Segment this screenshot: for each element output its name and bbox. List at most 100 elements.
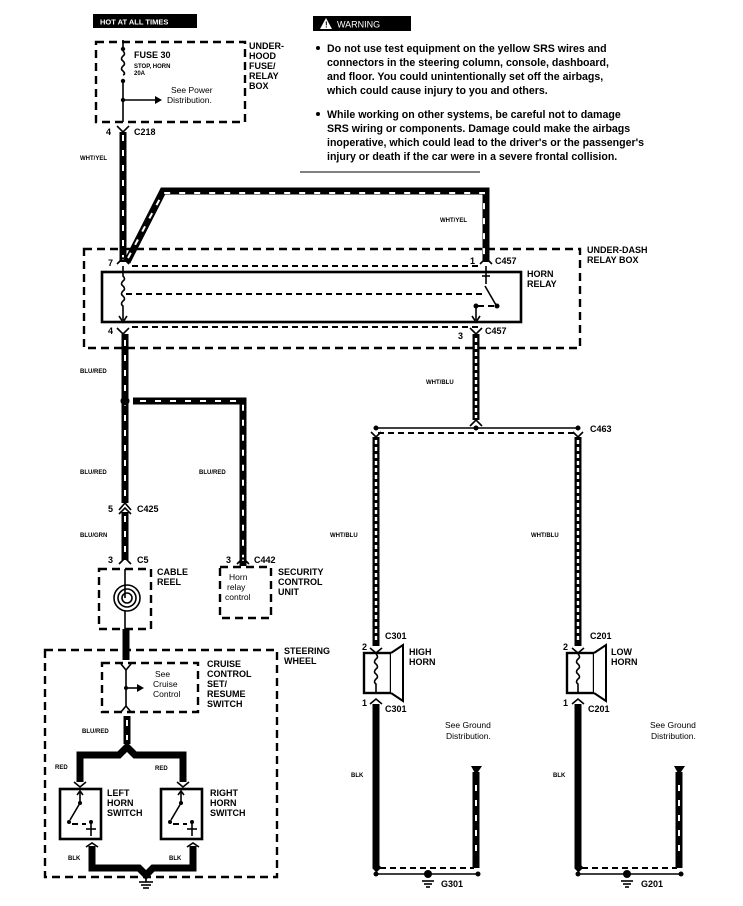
horn-speaker-icon	[390, 643, 404, 703]
cruise-note: Control	[153, 689, 181, 699]
warning-line: which could cause injury to you and othe…	[326, 85, 548, 97]
ground-icon	[139, 875, 153, 889]
wire-label: BLU/RED	[80, 470, 107, 476]
left-horn-switch-label: LEFT	[107, 788, 130, 798]
see-power-note: Distribution.	[167, 95, 212, 105]
wire-blu-red: BLU/RED BLU/RED BLU/RED	[80, 334, 247, 566]
warning-line: and floor. You could unintentionally set…	[327, 71, 603, 83]
connector-label: C463	[590, 424, 612, 434]
cruise-note: Cruise	[153, 679, 178, 689]
fuse-name: FUSE 30	[134, 50, 171, 60]
cruise-switch-label: SWITCH	[207, 699, 243, 709]
wire-label: BLU/RED	[82, 729, 109, 735]
pin-number: 1	[470, 256, 475, 266]
left-horn-switch-label: HORN	[107, 798, 134, 808]
warning-line: SRS wiring or components. Damage could m…	[327, 123, 630, 135]
ground-note: Distribution.	[651, 731, 696, 741]
pin-number: 2	[362, 642, 367, 652]
ground-g201: G201	[575, 766, 685, 889]
ground-note: See Ground	[650, 720, 696, 730]
fuse-box-label: BOX	[249, 81, 269, 91]
connector-label: C425	[137, 504, 159, 514]
wire-label: WHT/BLU	[330, 533, 358, 539]
wire-label: BLK	[553, 773, 566, 779]
right-horn-switch-label: HORN	[210, 798, 237, 808]
pin-number: 2	[563, 642, 568, 652]
cruise-switch-label: CONTROL	[207, 669, 252, 679]
security-unit-label: UNIT	[278, 587, 299, 597]
cable-reel-label: CABLE	[157, 567, 188, 577]
fuse-box-label: RELAY	[249, 71, 279, 81]
cable-reel-icon	[113, 584, 141, 612]
connector-label: C442	[254, 555, 276, 565]
pin-number: 1	[362, 698, 367, 708]
horn-relay	[100, 270, 523, 324]
horn-relay-label: RELAY	[527, 279, 557, 289]
connector-label: C201	[588, 704, 610, 714]
connector-c425: 5 C425	[108, 501, 159, 515]
connector-label: C457	[495, 256, 517, 266]
pin-number: 1	[563, 698, 568, 708]
cruise-control-switch: See Cruise Control CRUISE CONTROL SET/ R…	[100, 659, 252, 714]
underhood-fuse-relay-box: UNDER- HOOD FUSE/ RELAY BOX	[94, 40, 284, 124]
pin-number: 3	[226, 555, 231, 565]
connector-label: C201	[590, 631, 612, 641]
fuse-desc: 20A	[134, 71, 146, 77]
security-inner-text: control	[225, 592, 251, 602]
under-dash-relay-box: UNDER-DASH RELAY BOX HORN RELAY 7 1 C457…	[82, 245, 648, 350]
wire-wht-yel: WHT/YEL WHT/YEL	[80, 132, 490, 264]
cable-reel: CABLE REEL	[97, 567, 188, 631]
wire-label: BLK	[351, 773, 364, 779]
ground-note: Distribution.	[446, 731, 491, 741]
splice-point	[120, 396, 130, 406]
cable-reel-label: REEL	[157, 577, 182, 587]
high-horn-label: HORN	[409, 657, 436, 667]
security-inner-text: Horn	[229, 572, 248, 582]
see-power-note: See Power	[171, 85, 213, 95]
pin-number: 4	[108, 326, 113, 336]
low-horn-label: LOW	[611, 647, 632, 657]
wire-label: BLU/RED	[199, 470, 226, 476]
warning-line: Do not use test equipment on the yellow …	[327, 43, 607, 55]
connector-label: C301	[385, 631, 407, 641]
connector-c218: 4 C218	[106, 125, 156, 137]
wire-label: WHT/YEL	[80, 156, 107, 162]
horn-speaker-icon	[593, 643, 607, 703]
cruise-switch-label: RESUME	[207, 689, 246, 699]
security-inner-text: relay	[227, 582, 246, 592]
connector-label: C218	[134, 127, 156, 137]
connector-label: C301	[385, 704, 407, 714]
low-horn: 2 C201 LOW HORN 1 C201	[563, 631, 638, 714]
pin-number: 3	[458, 331, 463, 341]
relay-coil-icon	[120, 266, 126, 320]
warning-line: injury or death if the car were in a sev…	[327, 151, 617, 163]
connector-label: C5	[137, 555, 149, 565]
high-horn: 2 C301 HIGH HORN 1 C301	[362, 631, 436, 714]
warning-block: ! WARNING Do not use test equipment on t…	[300, 16, 644, 173]
security-control-unit: Horn relay control SECURITY CONTROL UNIT	[218, 565, 324, 620]
warning-title: WARNING	[337, 20, 380, 30]
cruise-switch-label: CRUISE	[207, 659, 241, 669]
warning-line: connectors in the steering column, conso…	[327, 57, 609, 69]
fuse-icon	[120, 50, 126, 76]
pin-number: 7	[108, 258, 113, 268]
warning-triangle-icon	[320, 18, 332, 29]
connector-c5: 3 C5	[108, 555, 149, 565]
right-horn-switch-label: SWITCH	[210, 808, 246, 818]
ground-label: G201	[641, 879, 663, 889]
fuse-box-label: FUSE/	[249, 61, 276, 71]
wire-label: WHT/BLU	[426, 380, 454, 386]
pin-number: 5	[108, 504, 113, 514]
ground-note: See Ground	[445, 720, 491, 730]
wire-label: BLK	[169, 856, 182, 862]
connector-c463: C463	[370, 424, 612, 439]
connector-label: C457	[485, 326, 507, 336]
wire-label: BLK	[68, 856, 81, 862]
right-horn-switch: RIGHT HORN SWITCH	[159, 787, 246, 841]
warning-line: While working on other systems, be caref…	[327, 109, 621, 121]
horn-relay-label: HORN	[527, 269, 554, 279]
low-horn-label: HORN	[611, 657, 638, 667]
high-horn-label: HIGH	[409, 647, 432, 657]
arrow-right-icon	[137, 684, 144, 692]
